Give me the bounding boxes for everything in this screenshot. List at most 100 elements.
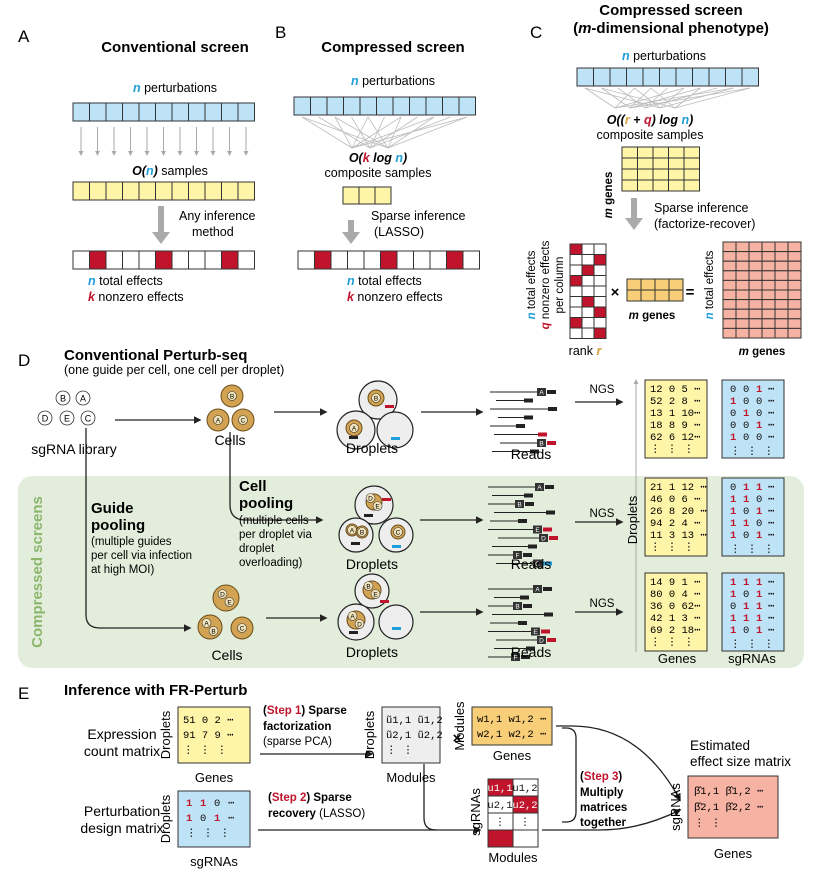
panel-a-total: n total effects <box>88 274 163 288</box>
design-value: 1 <box>743 482 749 494</box>
guide-in-cell <box>227 391 237 401</box>
perturbation-cell <box>122 102 140 122</box>
perturbation-cell <box>458 96 476 116</box>
barcode-bead <box>382 498 391 501</box>
sgrna-library-label: sgRNA library <box>31 441 117 457</box>
w-row: w2,1 w2,2 ⋯ <box>477 729 546 741</box>
design-value: 0 <box>743 420 749 432</box>
barcode-bead <box>351 542 360 545</box>
droplet <box>378 604 414 640</box>
step2-line2: recovery (LASSO) <box>268 808 365 820</box>
design-value: 1 <box>743 408 749 420</box>
expr-label-1: Expression <box>87 726 156 742</box>
sparse-matrix-cell <box>569 317 583 329</box>
read-tag-letter: A <box>537 485 542 492</box>
effect-matrix-cell <box>748 327 763 339</box>
effects-vector <box>297 250 480 270</box>
guide-in-cell <box>347 611 358 621</box>
pooling-line <box>629 87 701 109</box>
design-ellipsis: ⋯ <box>768 625 774 637</box>
pooling-lines <box>584 87 751 109</box>
panel-c-m-genes: m genes <box>603 172 615 219</box>
read-barcode <box>524 398 533 403</box>
step3-line3: matrices <box>580 802 627 814</box>
panel-c-rank: rank r <box>569 344 603 358</box>
guide-in-cell <box>201 618 212 628</box>
perturbation-value: ⋯ <box>228 798 234 810</box>
guide-in-cell-letter: C <box>396 530 401 537</box>
design-matrix <box>721 572 785 652</box>
sparse-matrix-cell <box>581 243 595 255</box>
barcode-bead <box>380 600 389 603</box>
guide-pooling-arrow <box>85 428 192 632</box>
count-row: 52 2 8 ⋯ <box>650 396 700 408</box>
perturbation-sgrnas-label: sgRNAs <box>190 854 238 869</box>
design-ellipsis: ⋯ <box>768 396 774 408</box>
read-barcode <box>525 502 534 506</box>
effect-matrix-cell <box>735 260 750 272</box>
read-tag-letter: F <box>514 655 518 662</box>
panel-c-composite: composite samples <box>597 128 704 142</box>
design-label-2: design matrix <box>80 820 163 836</box>
panel-c: C Compressed screen (m-dimensional pheno… <box>526 2 802 358</box>
design-value: 0 <box>743 530 749 542</box>
read-barcode <box>549 536 558 540</box>
design-value: 1 <box>730 518 736 530</box>
panel-c-letter: C <box>530 23 542 42</box>
read-tag <box>513 551 522 559</box>
perturbation-cell <box>221 102 239 122</box>
sparse-matrix-cell <box>593 264 607 276</box>
design-label-1: Perturbation <box>84 803 160 819</box>
cell-pooling-d4: overloading) <box>239 557 302 569</box>
pooling-line <box>614 87 734 109</box>
effect-matrix-cell <box>787 299 802 310</box>
design-value: 1 <box>730 530 736 542</box>
design-value: 0 <box>756 518 762 530</box>
expression-genes-label: Genes <box>195 770 234 785</box>
pooling-line <box>351 116 369 149</box>
guide-in-cell-letter: A <box>350 528 355 535</box>
step2-join <box>423 764 437 831</box>
read-barcode <box>520 595 529 600</box>
count-row: ⋮ ⋮ ⋮ <box>650 542 694 554</box>
effect-matrix-cell <box>748 251 763 262</box>
perturbation-cell <box>425 96 443 116</box>
read-barcode <box>523 604 532 608</box>
read-tag-letter: D <box>539 638 544 645</box>
panel-b-composite: composite samples <box>325 166 432 180</box>
guide-in-cell <box>217 589 228 599</box>
guide-circle <box>37 410 53 426</box>
count-row: 21 1 12 ⋯ <box>650 482 707 494</box>
guide-circle <box>80 410 96 426</box>
guide-in-cell-letter: D <box>368 496 373 503</box>
effects-vector <box>72 250 255 270</box>
panel-b-infer-1: Sparse inference <box>371 209 466 223</box>
design-value: 0 <box>730 420 736 432</box>
design-value: 1 <box>743 494 749 506</box>
effect-cell <box>297 250 315 270</box>
u-tilde-matrix <box>381 706 441 764</box>
barcode-bead <box>391 437 400 440</box>
perturbation-cell <box>576 67 594 87</box>
barcode-bead <box>349 436 358 439</box>
expression-row: 91 7 9 ⋯ <box>183 730 233 742</box>
guide-in-cell-letter: E <box>227 600 232 607</box>
cells-label-top: Cells <box>214 432 245 448</box>
composite-matrix-cell <box>621 179 638 192</box>
beta-row: ⋮ ⋮ <box>694 818 721 830</box>
sample-arrows <box>78 127 249 156</box>
count-row: ⋮ ⋮ ⋮ <box>650 444 694 456</box>
composite-cell <box>342 186 360 205</box>
guide-in-cell-letter: B <box>211 629 215 636</box>
perturbation-value: 1 <box>214 813 220 825</box>
guide-in-cell <box>365 493 376 503</box>
guide-in-cell <box>363 581 374 591</box>
panel-c-infer-1: Sparse inference <box>654 201 749 215</box>
perturbation-vector <box>576 67 759 87</box>
sparse-matrix-cell <box>593 275 607 287</box>
design-matrix <box>721 477 785 557</box>
design-value: 1 <box>756 530 762 542</box>
guide-in-cell <box>357 527 367 537</box>
